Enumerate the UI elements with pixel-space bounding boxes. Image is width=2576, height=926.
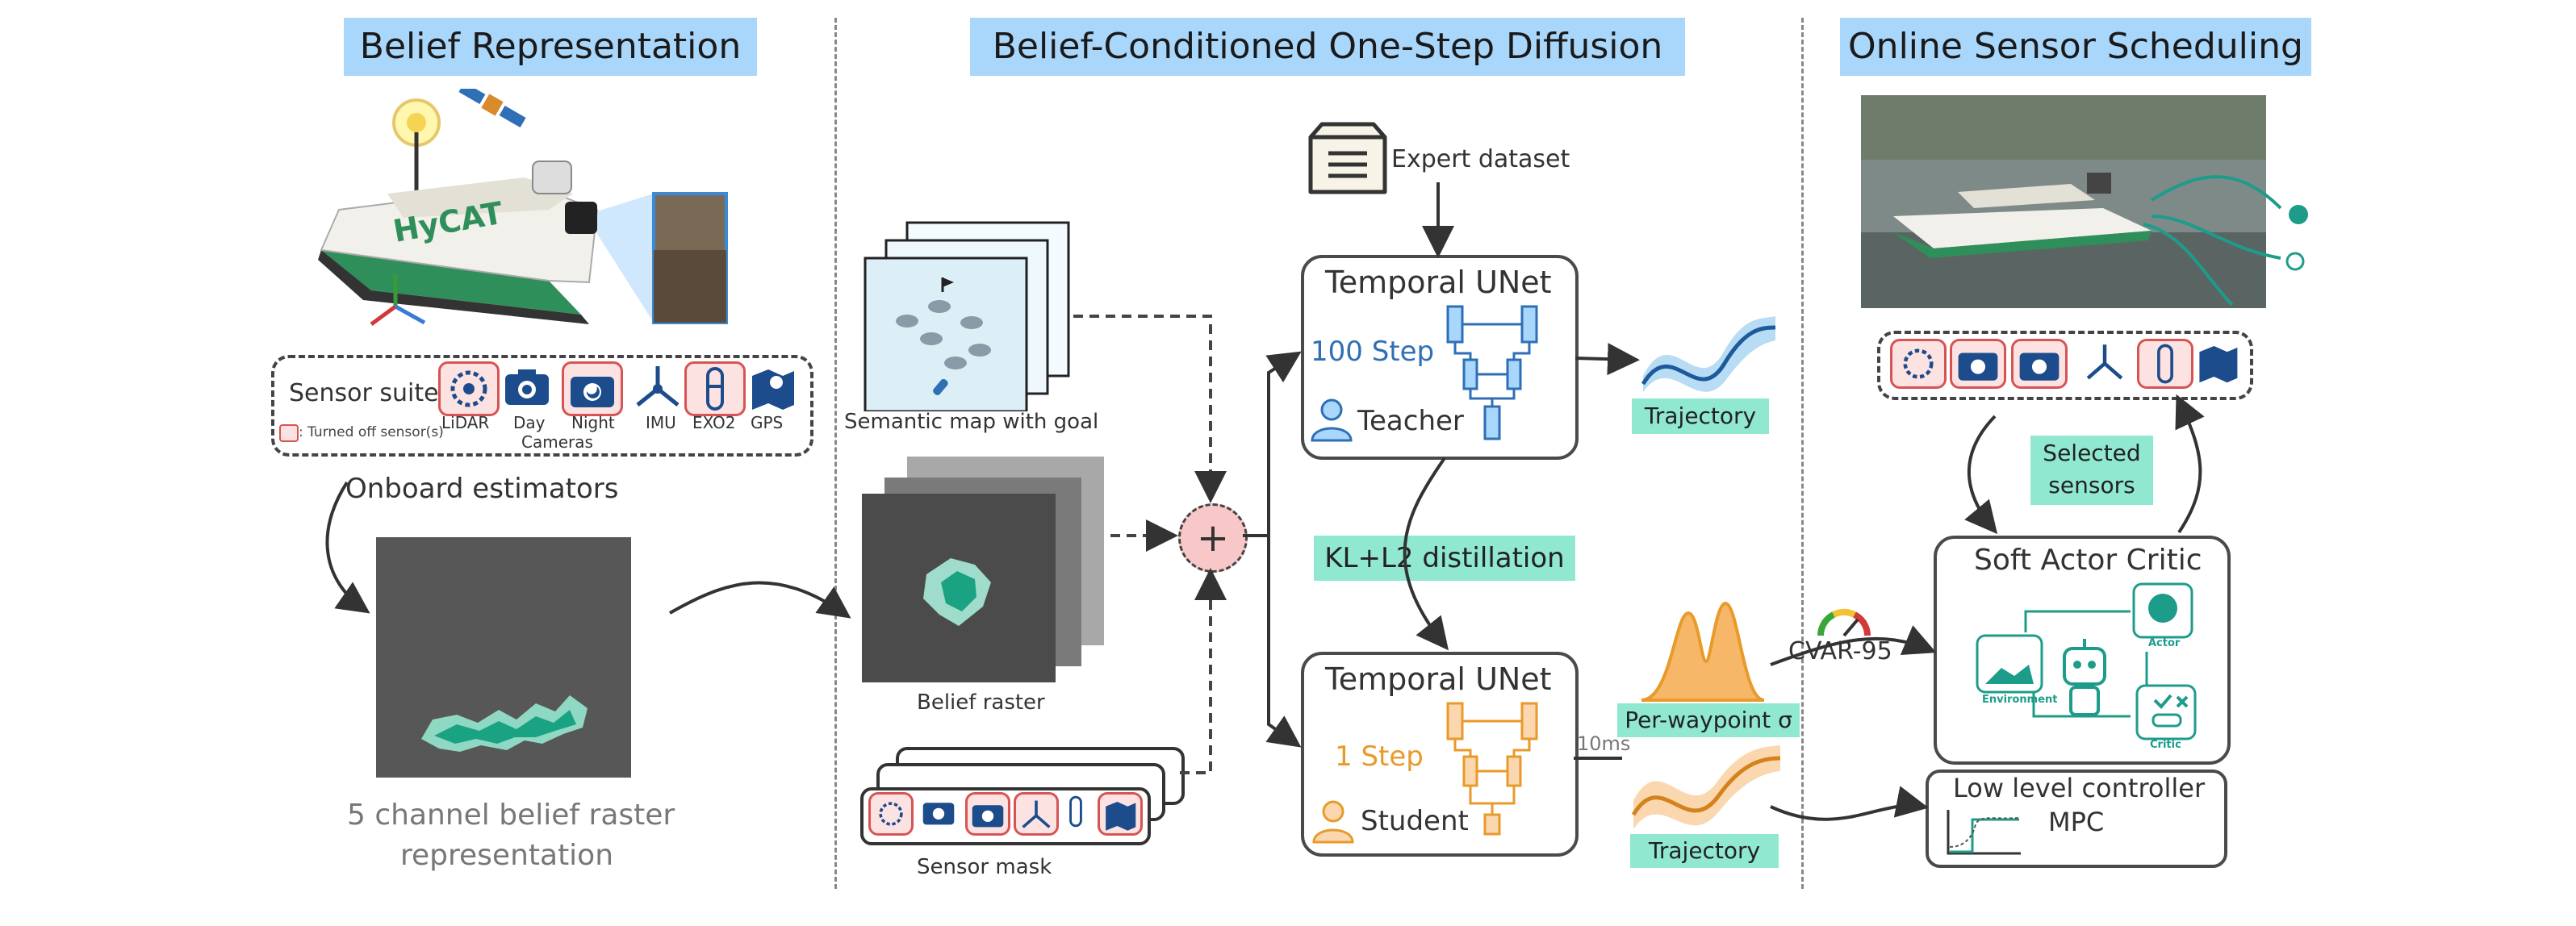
sensor-mask-caption: Sensor mask	[917, 855, 1052, 879]
teacher-role: Teacher	[1357, 405, 1464, 437]
semantic-map-stack	[864, 221, 1070, 411]
per-waypoint-sigma-plot	[1641, 601, 1765, 702]
mpc-step-response-icon	[1947, 810, 2021, 855]
student-trajectory-tag: Trajectory	[1630, 834, 1779, 868]
student-unet-icon	[1446, 702, 1538, 836]
belief-raster-stack	[862, 457, 1104, 682]
belief-raster-caption: Belief raster	[917, 690, 1045, 715]
boat-illustration: HyCAT	[318, 89, 728, 327]
sac-diagram	[1976, 582, 2197, 740]
sched-exo2-icon	[2137, 339, 2193, 389]
header-belief-representation: Belief Representation	[344, 18, 757, 76]
day-camera-icon	[499, 361, 555, 411]
legend-off-swatch	[279, 424, 299, 442]
mask-night-camera-icon	[965, 792, 1010, 836]
expert-dataset-label: Expert dataset	[1391, 145, 1570, 173]
sched-night-camera-icon	[2011, 339, 2068, 389]
student-trajectory-plot	[1631, 745, 1781, 829]
teacher-unet-icon	[1446, 305, 1538, 440]
sac-environment-label: Environment	[1982, 694, 2058, 706]
header-sensor-scheduling: Online Sensor Scheduling	[1840, 18, 2311, 76]
expert-dataset-icon	[1308, 122, 1387, 194]
sac-actor-label: Actor	[2148, 637, 2181, 649]
boat-photo	[1861, 95, 2308, 308]
semantic-map-caption: Semantic map with goal	[844, 410, 1099, 434]
student-unet-box	[1301, 652, 1579, 857]
sensor-label-night: Night	[571, 413, 615, 432]
sensor-label-exo2: EXO2	[692, 413, 736, 432]
sac-title: Soft Actor Critic	[1974, 544, 2202, 577]
raster-caption-line1: 5 channel belief raster	[347, 799, 675, 832]
night-camera-icon	[562, 361, 623, 416]
mask-day-camera-icon	[918, 792, 959, 831]
sched-imu-icon	[2079, 339, 2131, 384]
lidar-sensor-icon	[438, 361, 500, 416]
imu-sensor-icon	[629, 361, 686, 411]
sched-day-camera-icon	[1950, 339, 2006, 389]
selected-sensors-tag: Selected sensors	[2030, 436, 2153, 505]
teacher-trajectory-plot	[1641, 316, 1776, 392]
student-role: Student	[1361, 805, 1469, 837]
sensor-label-cameras: Cameras	[521, 432, 593, 452]
belief-raster-image	[376, 537, 631, 778]
mask-lidar-icon	[868, 792, 914, 836]
per-waypoint-sigma-tag: Per-waypoint σ	[1617, 703, 1800, 737]
legend-off-text: : Turned off sensor(s)	[299, 424, 444, 440]
selected-sensors-line2: sensors	[2048, 472, 2135, 498]
header-diffusion: Belief-Conditioned One-Step Diffusion	[970, 18, 1685, 76]
mask-gps-icon	[1098, 792, 1143, 836]
sensor-label-day: Day	[513, 413, 546, 432]
teacher-steps: 100 Step	[1311, 336, 1435, 368]
concat-plus-node: +	[1178, 503, 1248, 573]
distillation-tag: KL+L2 distillation	[1314, 536, 1575, 581]
sensor-label-lidar: LiDAR	[441, 413, 490, 432]
exo2-sensor-icon	[684, 361, 746, 416]
separator-right	[1801, 18, 1804, 889]
llc-title: Low level controller	[1953, 773, 2206, 803]
onboard-estimators-label: Onboard estimators	[345, 473, 619, 505]
raster-caption-line2: representation	[400, 839, 614, 872]
teacher-title: Temporal UNet	[1325, 265, 1552, 300]
sched-lidar-icon	[1890, 339, 1947, 389]
mask-imu-icon	[1014, 792, 1059, 836]
sensor-suite-label: Sensor suite	[289, 379, 439, 407]
separator-left	[834, 18, 837, 889]
sac-critic-label: Critic	[2150, 739, 2181, 751]
teacher-trajectory-tag: Trajectory	[1632, 398, 1769, 434]
selected-sensors-line1: Selected	[2043, 440, 2141, 466]
student-person-icon	[1312, 800, 1354, 844]
student-title: Temporal UNet	[1325, 661, 1552, 697]
mask-exo2-icon	[1056, 792, 1096, 831]
cvar-gauge-icon	[1817, 608, 1871, 637]
sensor-label-imu: IMU	[646, 413, 676, 432]
student-steps: 1 Step	[1335, 740, 1424, 773]
sensor-label-gps: GPS	[751, 413, 784, 432]
teacher-person-icon	[1311, 398, 1353, 442]
mpc-label: MPC	[2048, 807, 2105, 837]
sched-gps-icon	[2192, 339, 2244, 384]
gps-sensor-icon	[744, 361, 801, 411]
timing-label: 10ms	[1577, 732, 1631, 755]
